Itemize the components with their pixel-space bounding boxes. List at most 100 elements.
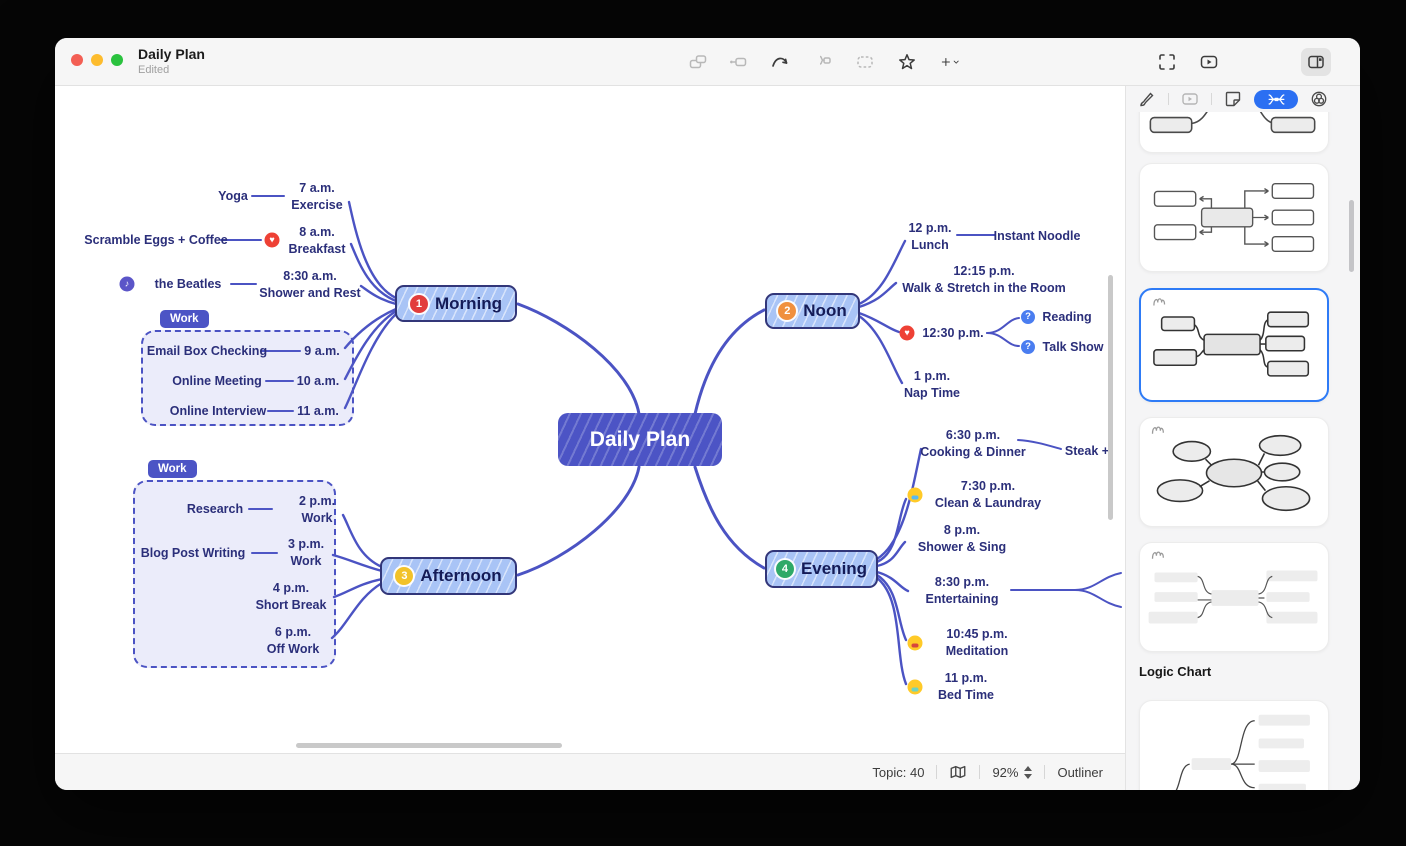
topic-1230pm[interactable]: 12:30 p.m. [922, 326, 984, 340]
main-topic-noon[interactable]: 2 Noon [765, 293, 860, 329]
emoji-grinning-icon[interactable] [907, 635, 923, 651]
topic-reading[interactable]: Reading [1042, 310, 1092, 324]
sketch-style-icon [1153, 298, 1166, 306]
topic-walk-stretch[interactable]: 12:15 p.m.Walk & Stretch in the Room [902, 264, 1066, 295]
boundary-work-afternoon-label[interactable]: Work [148, 460, 197, 478]
statusbar-divider [936, 765, 938, 779]
badge-4: 4 [775, 560, 794, 578]
topic-blog-post-writing[interactable]: Blog Post Writing [140, 546, 246, 560]
structure-thumbnail-card-selected[interactable] [1139, 288, 1329, 402]
heart-marker-icon[interactable]: ♥ [264, 232, 280, 248]
badge-3: 3 [395, 567, 414, 585]
question-marker-icon[interactable]: ? [1021, 340, 1035, 354]
zoom-button[interactable] [111, 54, 123, 66]
toggle-sidebar-icon[interactable] [1306, 52, 1326, 72]
topic-yoga[interactable]: Yoga [218, 189, 248, 203]
topic-email-checking[interactable]: Email Box Checking [146, 344, 268, 358]
topic-entertaining[interactable]: 8:30 p.m.Entertaining [925, 575, 999, 606]
topic-11am[interactable]: 11 a.m. [297, 404, 339, 418]
topic-off-work[interactable]: 6 p.m.Off Work [266, 625, 320, 656]
insert-sibling-topic-icon[interactable] [688, 52, 708, 72]
topic-bed-time[interactable]: 11 p.m.Bed Time [937, 671, 995, 702]
insert-topic-plus-icon[interactable] [940, 52, 974, 72]
boundary-work-afternoon[interactable] [133, 480, 336, 668]
sidebar-toggle-active-bg [1301, 48, 1331, 76]
doc-title-text: Daily Plan [138, 46, 205, 62]
topic-cooking-dinner[interactable]: 6:30 p.m.Cooking & Dinner [920, 428, 1026, 459]
topic-2pm-work[interactable]: 2 p.m.Work [298, 494, 336, 525]
topic-count: Topic: 40 [872, 764, 925, 780]
topic-lunch[interactable]: 12 p.m.Lunch [908, 221, 952, 252]
topic-nap-time[interactable]: 1 p.m.Nap Time [903, 369, 961, 400]
structure-gallery: Logic Chart [1126, 112, 1360, 790]
statusbar: Topic: 40 92% Outliner [55, 753, 1125, 790]
zoom-stepper[interactable] [1024, 765, 1033, 779]
sketch-style-icon [1151, 551, 1164, 559]
boundary-icon[interactable] [855, 52, 875, 72]
topic-breakfast[interactable]: 8 a.m.Breakfast [288, 225, 346, 256]
titlebar: Daily Plan Edited [55, 38, 1360, 86]
canvas-vertical-scrollbar[interactable] [1108, 275, 1113, 520]
statusbar-divider [1044, 765, 1046, 779]
boundary-work-morning-label[interactable]: Work [160, 310, 209, 328]
marker-star-icon[interactable] [897, 52, 917, 72]
topic-9am[interactable]: 9 a.m. [304, 344, 340, 358]
sidebar-tab-bar [1126, 86, 1360, 112]
document-title: Daily Plan Edited [138, 46, 205, 76]
insert-subtopic-icon[interactable] [728, 52, 748, 72]
fullscreen-icon[interactable] [1157, 52, 1177, 72]
present-tab-icon[interactable] [1181, 90, 1199, 108]
topic-short-break[interactable]: 4 p.m.Short Break [255, 581, 327, 612]
emoji-sleepy-icon[interactable] [907, 679, 923, 695]
structure-thumbnail-card[interactable] [1139, 700, 1329, 790]
question-marker-icon[interactable]: ? [1021, 310, 1035, 324]
format-brush-icon[interactable] [1138, 90, 1156, 108]
relationship-icon[interactable] [770, 52, 790, 72]
outliner-button[interactable]: Outliner [1057, 764, 1103, 780]
sketch-style-icon [1151, 426, 1164, 434]
close-button[interactable] [71, 54, 83, 66]
emoji-loudly-crying-icon[interactable] [907, 487, 923, 503]
structure-tab-active[interactable] [1254, 89, 1298, 109]
structure-thumbnail-card[interactable] [1139, 112, 1329, 153]
structure-sidebar: Logic Chart [1125, 86, 1360, 790]
topic-10am[interactable]: 10 a.m. [296, 374, 340, 388]
main-topic-evening[interactable]: 4 Evening [765, 550, 878, 588]
zoom-level: 92% [992, 764, 1019, 780]
boundary-work-morning[interactable] [141, 330, 354, 426]
topic-shower-rest[interactable]: 8:30 a.m.Shower and Rest [259, 269, 361, 300]
structure-thumbnail-card[interactable] [1139, 417, 1329, 527]
doc-edited-status: Edited [138, 64, 170, 76]
summary-icon[interactable] [812, 52, 832, 72]
topic-shower-sing[interactable]: 8 p.m.Shower & Sing [917, 523, 1007, 554]
structure-thumbnail-card[interactable] [1139, 542, 1329, 652]
heart-marker-icon[interactable]: ♥ [899, 325, 915, 341]
music-marker-icon[interactable]: ♪ [119, 276, 135, 292]
topic-scramble-eggs[interactable]: Scramble Eggs + Coffee [84, 233, 228, 247]
root-topic-daily-plan[interactable]: Daily Plan [558, 413, 722, 466]
topic-meditation[interactable]: 10:45 p.m.Meditation [945, 627, 1009, 658]
topic-online-interview[interactable]: Online Interview [169, 404, 267, 418]
topic-clean-laundray[interactable]: 7:30 p.m.Clean & Laundray [934, 479, 1042, 510]
presentation-icon[interactable] [1199, 52, 1219, 72]
topic-exercise[interactable]: 7 a.m.Exercise [291, 181, 343, 212]
tab-divider [1211, 93, 1212, 105]
sidebar-scrollbar[interactable] [1349, 200, 1354, 272]
canvas-horizontal-scrollbar[interactable] [296, 743, 562, 748]
minimize-button[interactable] [91, 54, 103, 66]
structure-thumbnail-card[interactable] [1139, 163, 1329, 272]
topic-steak[interactable]: Steak + [1064, 444, 1110, 458]
topic-instant-noodle[interactable]: Instant Noodle [993, 229, 1081, 243]
sticker-tab-icon[interactable] [1224, 90, 1242, 108]
statusbar-divider [979, 765, 981, 779]
topic-3pm-work[interactable]: 3 p.m.Work [287, 537, 325, 568]
topic-talk-show[interactable]: Talk Show [1042, 340, 1104, 354]
topic-research[interactable]: Research [186, 502, 244, 516]
main-topic-morning[interactable]: 1 Morning [395, 285, 517, 322]
theme-colors-icon[interactable] [1310, 90, 1328, 108]
topic-online-meeting[interactable]: Online Meeting [172, 374, 262, 388]
main-topic-afternoon[interactable]: 3 Afternoon [380, 557, 517, 595]
map-overview-icon[interactable] [949, 764, 967, 780]
topic-the-beatles[interactable]: the Beatles [154, 277, 222, 291]
